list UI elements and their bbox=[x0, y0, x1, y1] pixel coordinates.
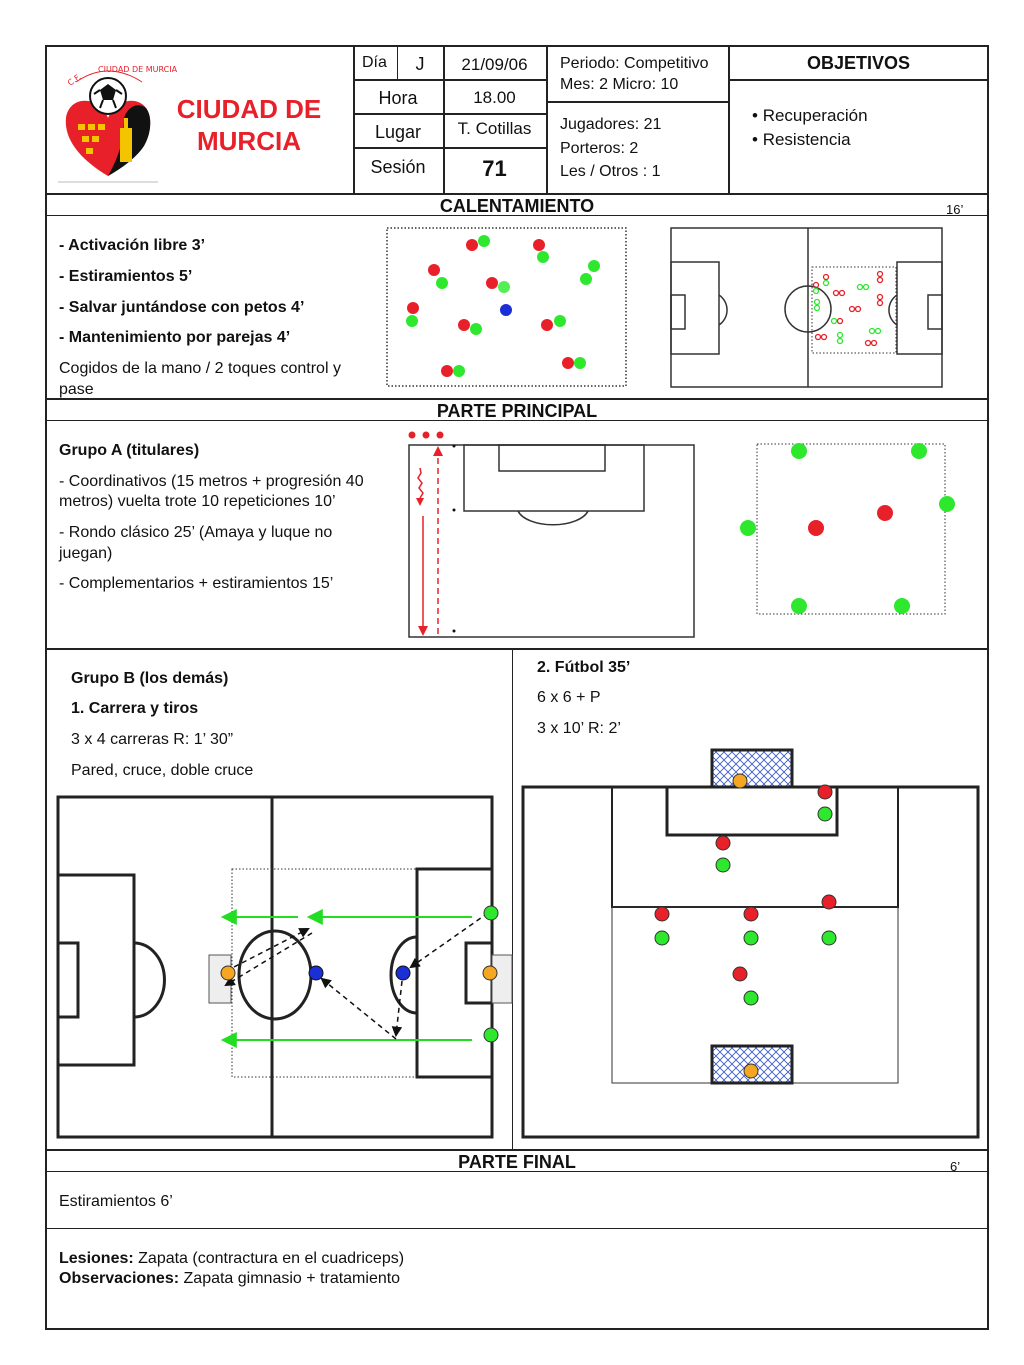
grupo-b-subtitle: 1. Carrera y tiros bbox=[71, 700, 199, 717]
final-duration: 6’ bbox=[950, 1159, 961, 1174]
mes-micro-text: Mes: 2 Micro: 10 bbox=[560, 76, 679, 93]
hora-label: Hora bbox=[378, 88, 418, 108]
grupo-a-line: - Rondo clásico 25’ (Amaya y luque no bbox=[59, 524, 333, 541]
header-divider bbox=[353, 147, 546, 149]
grupo-a-line: - Complementarios + estiramientos 15’ bbox=[59, 575, 334, 592]
principal-title: PARTE PRINCIPAL bbox=[436, 401, 598, 421]
observaciones-label: Observaciones: bbox=[59, 1270, 180, 1287]
futbol-line: 6 x 6 + P bbox=[537, 689, 601, 706]
svg-text:CIUDAD DE MURCIA: CIUDAD DE MURCIA bbox=[98, 65, 178, 74]
section-divider bbox=[45, 648, 989, 650]
futbol-6x6-diagram bbox=[521, 748, 980, 1139]
header-divider bbox=[353, 45, 355, 193]
club-name-line1: CIUDAD DE bbox=[176, 94, 322, 124]
section-divider bbox=[45, 1228, 989, 1229]
sesion-label: Sesión bbox=[370, 157, 426, 177]
section-divider bbox=[45, 398, 989, 400]
header-divider bbox=[546, 101, 728, 103]
calentamiento-item: - Salvar juntándose con petos 4’ bbox=[59, 299, 305, 316]
column-divider bbox=[512, 648, 513, 1149]
observaciones-value: Zapata gimnasio + tratamiento bbox=[183, 1270, 401, 1287]
jugadores-text: Jugadores: 21 bbox=[560, 116, 662, 133]
warmup-diagram bbox=[386, 227, 627, 387]
calentamiento-title: CALENTAMIENTO bbox=[439, 196, 595, 216]
final-text: Estiramientos 6’ bbox=[59, 1193, 173, 1210]
lugar-label: Lugar bbox=[374, 122, 422, 142]
periodo-text: Periodo: Competitivo bbox=[560, 55, 709, 72]
grupo-b-line: 3 x 4 carreras R: 1’ 30” bbox=[71, 731, 234, 748]
objetivo-item: • Resistencia bbox=[752, 130, 851, 149]
grupo-a-line: juegan) bbox=[59, 545, 113, 562]
calentamiento-note: pase bbox=[59, 381, 94, 398]
sesion-value: 71 bbox=[482, 156, 507, 181]
objetivo-item: • Recuperación bbox=[752, 106, 868, 125]
warmup-players bbox=[406, 235, 600, 377]
lesiones-value: Zapata (contractura en el cuadriceps) bbox=[138, 1250, 405, 1267]
pair-markers bbox=[812, 270, 884, 347]
futbol-line: 3 x 10’ R: 2’ bbox=[537, 720, 621, 737]
lesiones-label: Lesiones: bbox=[59, 1250, 134, 1267]
warmup-pitch-diagram bbox=[670, 227, 943, 388]
section-divider bbox=[45, 420, 989, 421]
club-crest-logo: C.F. CIUDAD DE MURCIA bbox=[58, 65, 178, 183]
session-sheet bbox=[45, 45, 989, 1330]
header-divider bbox=[353, 113, 546, 115]
header-divider bbox=[353, 79, 546, 81]
section-divider bbox=[45, 215, 989, 216]
header-divider bbox=[443, 45, 445, 193]
header-divider bbox=[546, 45, 548, 193]
porteros-text: Porteros: 2 bbox=[560, 140, 639, 157]
coordinativos-diagram bbox=[408, 431, 695, 638]
calentamiento-item: - Activación libre 3’ bbox=[59, 237, 206, 254]
svg-text:C.F.: C.F. bbox=[66, 72, 83, 87]
grupo-a-title: Grupo A (titulares) bbox=[59, 442, 200, 459]
section-divider bbox=[45, 1171, 989, 1172]
club-name-line2: MURCIA bbox=[197, 126, 301, 156]
rondo-diagram bbox=[740, 443, 955, 615]
header-divider bbox=[728, 45, 730, 193]
objetivos-list: • Recuperación • Resistencia bbox=[752, 104, 868, 152]
header-divider bbox=[728, 79, 989, 81]
final-title: PARTE FINAL bbox=[458, 1152, 576, 1172]
section-divider bbox=[45, 1149, 989, 1151]
calentamiento-item: - Estiramientos 5’ bbox=[59, 268, 193, 285]
grupo-b-title: Grupo B (los demás) bbox=[71, 670, 229, 687]
grupo-a-line: metros) vuelta trote 10 repeticiones 10’ bbox=[59, 493, 336, 510]
grupo-b-line: Pared, cruce, doble cruce bbox=[71, 762, 254, 779]
carrera-tiros-diagram bbox=[56, 795, 513, 1139]
lesiones-row: Lesiones: Zapata (contractura en el cuad… bbox=[59, 1249, 404, 1269]
header-divider bbox=[45, 193, 989, 195]
lugar-value: T. Cotillas bbox=[457, 119, 532, 138]
dia-label: Día bbox=[362, 54, 387, 71]
hora-value: 18.00 bbox=[473, 88, 516, 107]
calentamiento-item: - Mantenimiento por parejas 4’ bbox=[59, 329, 291, 346]
les-otros-text: Les / Otros : 1 bbox=[560, 163, 661, 180]
grupo-a-line: - Coordinativos (15 metros + progresión … bbox=[59, 473, 364, 490]
calentamiento-duration: 16’ bbox=[946, 202, 964, 217]
calentamiento-note: Cogidos de la mano / 2 toques control y bbox=[59, 360, 341, 377]
futbol-title: 2. Fútbol 35’ bbox=[537, 659, 631, 676]
header-divider bbox=[397, 45, 398, 79]
date-value: 21/09/06 bbox=[461, 55, 528, 74]
observaciones-row: Observaciones: Zapata gimnasio + tratami… bbox=[59, 1269, 400, 1289]
dia-value: J bbox=[415, 54, 425, 74]
objetivos-title: OBJETIVOS bbox=[806, 53, 911, 73]
